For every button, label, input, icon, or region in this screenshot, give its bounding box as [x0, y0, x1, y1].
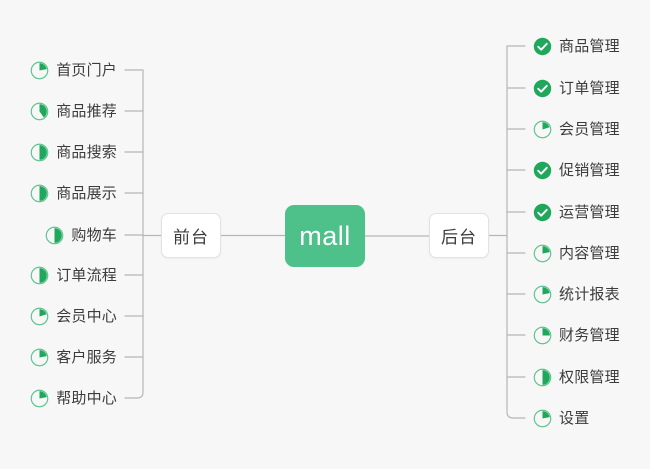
leaf-node-label: 内容管理 [559, 244, 620, 262]
leaf-node[interactable]: 权限管理 [533, 363, 620, 391]
pie-icon [30, 102, 49, 120]
pie-icon [533, 120, 552, 138]
leaf-node[interactable]: 商品管理 [533, 32, 620, 60]
leaf-node-label: 帮助中心 [56, 389, 117, 407]
pie-icon [533, 409, 552, 427]
leaf-node-label: 权限管理 [559, 368, 620, 386]
bracket-frontend [124, 69, 144, 399]
pie-icon [30, 389, 49, 407]
leaf-node[interactable]: 客户服务 [30, 343, 117, 371]
leaf-node-label: 商品搜索 [56, 143, 117, 161]
check-circle-icon [533, 79, 552, 97]
pie-icon [533, 285, 552, 303]
leaf-node-label: 统计报表 [559, 285, 620, 303]
leaf-node[interactable]: 订单流程 [30, 261, 117, 289]
leaf-node[interactable]: 商品推荐 [30, 97, 117, 125]
pie-icon [30, 184, 49, 202]
leaf-node-label: 会员管理 [559, 120, 620, 138]
pie-icon [30, 348, 49, 366]
bracket-backend [506, 45, 526, 419]
check-circle-icon [533, 37, 552, 55]
leaf-node[interactable]: 帮助中心 [30, 384, 117, 412]
leaf-node[interactable]: 会员管理 [533, 115, 620, 143]
leaf-node[interactable]: 会员中心 [30, 302, 117, 330]
pie-icon [30, 266, 49, 284]
root-node-mall[interactable]: mall [285, 205, 365, 267]
branch-node-frontend[interactable]: 前台 [161, 213, 221, 258]
leaf-node[interactable]: 商品展示 [30, 179, 117, 207]
leaf-node-label: 商品推荐 [56, 102, 117, 120]
leaf-node[interactable]: 订单管理 [533, 74, 620, 102]
leaf-node-label: 会员中心 [56, 307, 117, 325]
leaf-node[interactable]: 设置 [533, 404, 589, 432]
leaf-node-label: 订单流程 [56, 266, 117, 284]
pie-icon [30, 61, 49, 79]
leaf-node[interactable]: 内容管理 [533, 239, 620, 267]
leaf-node-label: 首页门户 [56, 61, 117, 79]
leaf-node-label: 商品展示 [56, 184, 117, 202]
pie-icon [533, 326, 552, 344]
leaf-node-label: 财务管理 [559, 326, 620, 344]
leaf-node-label: 商品管理 [559, 37, 620, 55]
leaf-node-label: 购物车 [71, 226, 117, 244]
branch-node-frontend-label: 前台 [173, 228, 209, 247]
pie-icon [533, 368, 552, 386]
leaf-node-label: 促销管理 [559, 161, 620, 179]
pie-icon [46, 226, 64, 244]
branch-node-backend[interactable]: 后台 [429, 213, 489, 258]
leaf-node[interactable]: 促销管理 [533, 156, 620, 184]
pie-icon [30, 307, 49, 325]
leaf-node[interactable]: 商品搜索 [30, 138, 117, 166]
leaf-node[interactable]: 首页门户 [30, 56, 117, 84]
check-circle-icon [533, 203, 552, 221]
leaf-node[interactable]: 购物车 [45, 221, 117, 249]
leaf-node-label: 客户服务 [56, 348, 117, 366]
root-node-label: mall [299, 220, 351, 251]
leaf-node[interactable]: 财务管理 [533, 321, 620, 349]
pie-icon [533, 244, 552, 262]
check-circle-icon [533, 161, 552, 179]
leaf-node[interactable]: 统计报表 [533, 280, 620, 308]
pie-icon [30, 143, 49, 161]
leaf-node-label: 运营管理 [559, 203, 620, 221]
leaf-node[interactable]: 运营管理 [533, 198, 620, 226]
leaf-node-label: 订单管理 [559, 79, 620, 97]
leaf-node-label: 设置 [559, 409, 590, 427]
branch-node-backend-label: 后台 [441, 228, 477, 247]
